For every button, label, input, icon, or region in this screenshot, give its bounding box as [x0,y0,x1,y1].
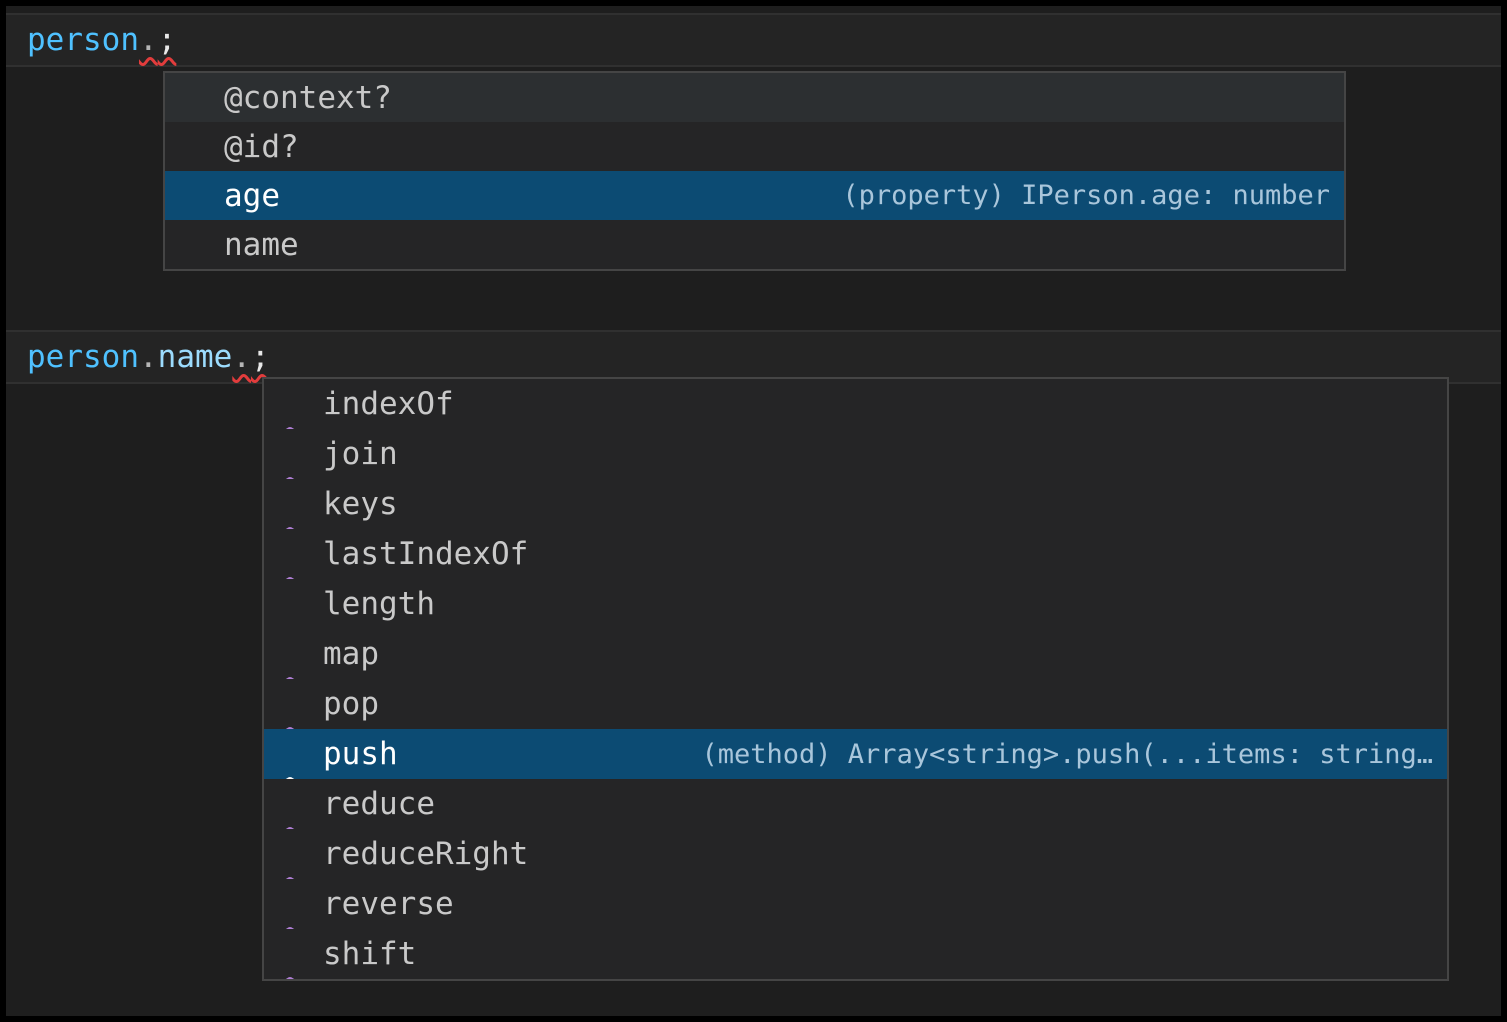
suggestion-label: map [323,636,379,672]
suggestion-item[interactable]: keys [264,479,1447,529]
suggestion-item[interactable]: length [264,579,1447,629]
suggestion-detail: (method) Array<string>.push(...items: st… [701,738,1434,770]
symbol-method-icon [273,937,307,979]
suggestion-label: length [323,586,435,622]
suggestion-item[interactable]: pop [264,679,1447,729]
suggestion-label: push [323,736,398,772]
suggestion-label: reduceRight [323,836,529,872]
suggestion-item[interactable]: lastIndexOf [264,529,1447,579]
symbol-field-icon [174,81,208,115]
code-token-operator: . [138,339,158,375]
symbol-field-icon [174,130,208,164]
code-token-variable: person [27,339,139,375]
suggestion-item[interactable]: name [165,220,1344,269]
code-token-variable: person [27,22,139,58]
suggestion-item[interactable]: shift [264,929,1447,979]
symbol-field-icon [273,587,307,621]
suggestion-label: @context? [224,79,392,116]
suggestion-label: @id? [224,128,299,165]
symbol-method-icon [273,637,307,679]
symbol-field-icon [174,228,208,262]
symbol-method-icon [273,487,307,529]
symbol-method-icon [273,387,307,429]
suggestion-label: age [224,177,280,214]
symbol-method-icon [273,737,307,779]
suggestion-item[interactable]: push (method) Array<string>.push(...item… [264,729,1447,779]
code-token-operator: . [138,22,158,58]
symbol-method-icon [273,887,307,929]
suggestion-item[interactable]: reduce [264,779,1447,829]
code-token-punctuation: ; [157,22,177,58]
suggestion-item[interactable]: reduceRight [264,829,1447,879]
suggestion-item[interactable]: age (property) IPerson.age: number [165,171,1344,220]
code-line-2[interactable]: person.name.; [6,330,1501,384]
suggestion-label: name [224,226,299,263]
code-token-property: name [157,339,233,375]
suggestion-label: indexOf [323,386,454,422]
suggestion-label: shift [323,936,417,972]
suggest-widget-person: @context? @id? age (property) IPerson.ag… [163,71,1346,271]
code-token-punctuation: ; [250,339,270,375]
suggestion-item[interactable]: @context? [165,73,1344,122]
suggestion-label: reverse [323,886,454,922]
suggestion-label: lastIndexOf [323,536,529,572]
symbol-method-icon [273,837,307,879]
code-line-1[interactable]: person.; [6,13,1501,67]
suggestion-label: join [323,436,398,472]
suggestion-item[interactable]: indexOf [264,379,1447,429]
symbol-method-icon [273,687,307,729]
suggestion-item[interactable]: join [264,429,1447,479]
suggestion-label: pop [323,686,379,722]
symbol-field-icon [174,179,208,213]
suggestion-label: reduce [323,786,435,822]
suggestion-item[interactable]: @id? [165,122,1344,171]
symbol-method-icon [273,787,307,829]
suggestion-label: keys [323,486,398,522]
code-token-operator: . [232,339,251,375]
suggestion-item[interactable]: reverse [264,879,1447,929]
suggest-widget-string: indexOf join keys lastIndexOf [262,377,1449,981]
symbol-method-icon [273,537,307,579]
suggestion-detail: (property) IPerson.age: number [842,180,1330,211]
symbol-method-icon [273,437,307,479]
code-editor[interactable]: person.; @context? @id? age (property) I… [6,6,1501,1016]
suggestion-item[interactable]: map [264,629,1447,679]
